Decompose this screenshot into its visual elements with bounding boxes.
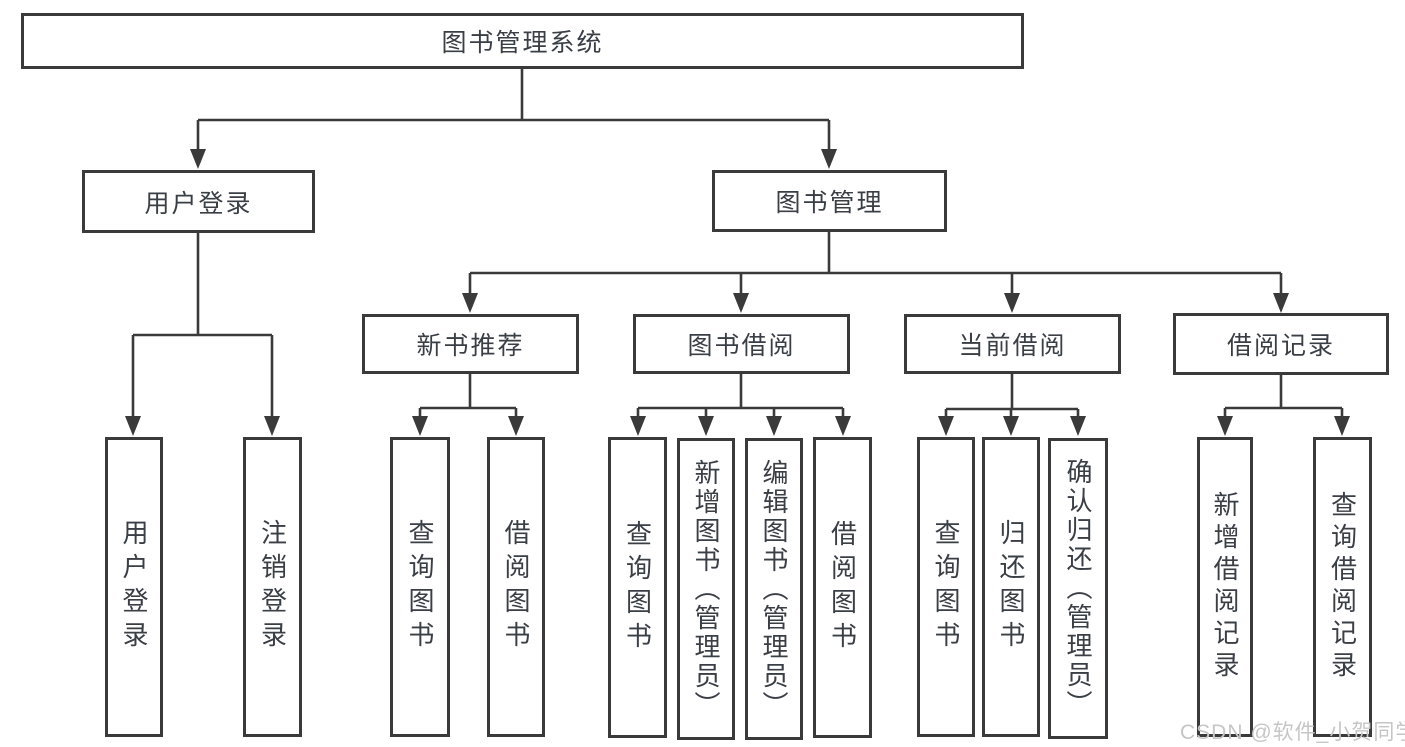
leaf-edit-books-admin: 编辑图书（管理员） [745,438,803,740]
node-user-login-label: 用户登录 [144,189,253,218]
leaf-add-books-admin: 新增图书（管理员） [677,438,735,740]
leaf-recommend-borrow-books: 借阅图书 [487,437,545,737]
node-book-management: 图书管理 [712,170,947,232]
arrowheads [125,149,1350,436]
node-root: 图书管理系统 [21,13,1024,69]
node-book-management-label: 图书管理 [775,189,884,217]
leaf-borrowing-query-books-label: 查询图书 [622,519,653,656]
leaf-current-query-books: 查询图书 [917,437,975,737]
node-user-login: 用户登录 [82,170,315,233]
leaf-return-books-label: 归还图书 [996,519,1026,655]
leaf-return-books: 归还图书 [982,437,1040,737]
leaf-logout: 注销登录 [243,437,302,737]
leaf-user-login-label: 用户登录 [119,519,149,655]
leaf-confirm-return-admin-label: 确认归还（管理员） [1063,458,1093,719]
leaf-query-borrow-record: 查询借阅记录 [1313,437,1372,737]
node-borrowing-records-label: 借阅记录 [1226,332,1335,360]
node-new-book-recommend: 新书推荐 [362,314,579,374]
leaf-add-books-admin-label: 新增图书（管理员） [691,458,721,720]
node-new-book-recommend-label: 新书推荐 [416,332,525,360]
node-root-label: 图书管理系统 [441,29,604,57]
leaf-recommend-query-books: 查询图书 [390,437,450,737]
leaf-edit-books-admin-label: 编辑图书（管理员） [759,458,789,720]
csdn-watermark: CSDN @软件_小贺同学 [1180,721,1405,744]
leaf-query-borrow-record-label: 查询借阅记录 [1327,491,1358,683]
node-current-borrowing-label: 当前借阅 [958,332,1067,360]
node-borrowing-records: 借阅记录 [1173,313,1389,375]
leaf-borrowing-borrow-books: 借阅图书 [813,437,872,738]
leaf-borrowing-query-books: 查询图书 [608,437,667,738]
leaf-add-borrow-record: 新增借阅记录 [1197,437,1253,737]
node-book-borrowing-label: 图书借阅 [687,332,796,360]
leaf-borrowing-borrow-books-label: 借阅图书 [827,519,858,656]
leaf-user-login: 用户登录 [105,437,163,737]
node-book-borrowing: 图书借阅 [633,314,850,374]
leaf-recommend-borrow-books-label: 借阅图书 [501,519,531,655]
leaf-logout-label: 注销登录 [257,519,288,655]
node-current-borrowing: 当前借阅 [904,314,1121,374]
leaf-recommend-query-books-label: 查询图书 [405,519,435,655]
leaf-current-query-books-label: 查询图书 [931,519,961,655]
leaf-add-borrow-record-label: 新增借阅记录 [1210,491,1240,683]
leaf-confirm-return-admin: 确认归还（管理员） [1048,438,1108,739]
